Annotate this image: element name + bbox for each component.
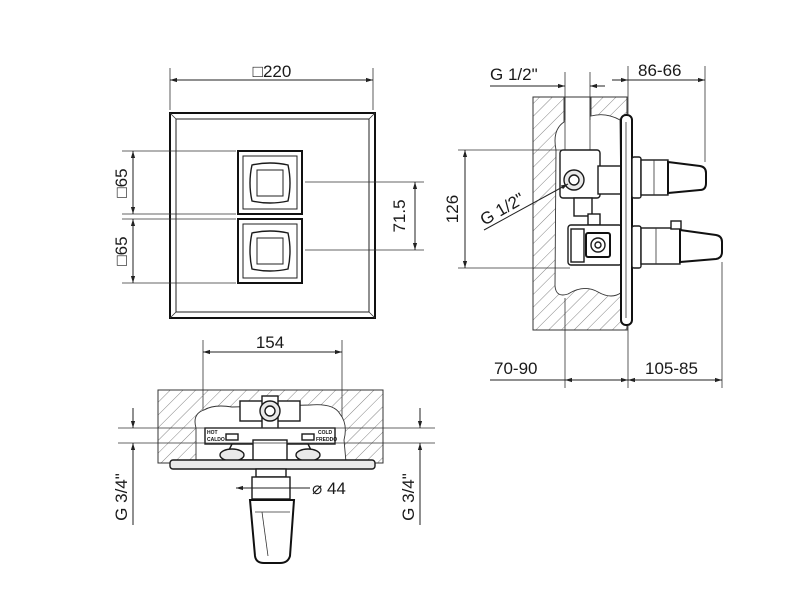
cold-label-italian: FREDDO	[316, 437, 337, 443]
side-view: G 1/2" 86-66 126 G 1/2" 70-9	[443, 61, 723, 388]
height-label: 126	[443, 195, 462, 223]
plate-width-dimension: □220	[169, 62, 374, 110]
valve-spacing-dimension: 154	[202, 333, 343, 430]
lower-button-size-label: □65	[112, 236, 131, 265]
hot-label-italian: CALDO	[207, 437, 225, 443]
plate-width-label: □220	[253, 62, 292, 81]
handle-projection-label: 86-66	[638, 61, 681, 80]
valve-spacing-label: 154	[256, 333, 284, 352]
handle-diameter-label: ⌀ 44	[312, 479, 346, 498]
front-view: □220 □65 □65 71.5	[112, 62, 424, 319]
handle-projection-dimension: 86-66	[612, 61, 706, 162]
upper-valve-body	[559, 149, 623, 226]
upper-button-size-label: □65	[112, 168, 131, 197]
right-thread-dimension: G 3/4"	[399, 408, 423, 525]
lower-control-button	[237, 218, 303, 284]
outlet-thread-label: G 1/2"	[477, 189, 528, 229]
button-size-dimensions: □65 □65	[112, 150, 236, 284]
handle-diameter-dimension: ⌀ 44	[236, 479, 346, 498]
lower-valve-body	[567, 224, 623, 266]
lower-handle-side	[631, 220, 723, 269]
button-spacing-label: 71.5	[390, 199, 409, 232]
left-thread-label: G 3/4"	[112, 473, 131, 521]
hot-label: HOT	[207, 430, 218, 436]
button-spacing-dimension: 71.5	[305, 181, 424, 251]
left-thread-dimension: G 3/4"	[112, 408, 136, 525]
handle-bottom-view	[248, 468, 296, 564]
inlet-thread-dimension: G 1/2"	[490, 65, 605, 120]
cold-label: COLD	[318, 430, 333, 436]
cover-plate-side	[620, 114, 633, 326]
upper-handle-side	[631, 156, 707, 199]
cover-plate	[169, 112, 376, 319]
cover-plate-edge	[169, 459, 376, 470]
right-thread-label: G 3/4"	[399, 473, 418, 521]
upper-control-button	[237, 150, 303, 215]
height-dimension: 126	[443, 149, 570, 269]
wall-depth-label: 70-90	[494, 359, 537, 378]
valve-body-bottom: HOT CALDO COLD FREDDO	[204, 395, 337, 462]
total-projection-label: 105-85	[645, 359, 698, 378]
total-projection-dimension: 105-85	[628, 262, 723, 388]
inlet-thread-label: G 1/2"	[490, 65, 538, 84]
wall-depth-dimension: 70-90	[490, 298, 629, 388]
bottom-view: 154 HOT CALDO COLD FREDDO	[112, 333, 435, 564]
